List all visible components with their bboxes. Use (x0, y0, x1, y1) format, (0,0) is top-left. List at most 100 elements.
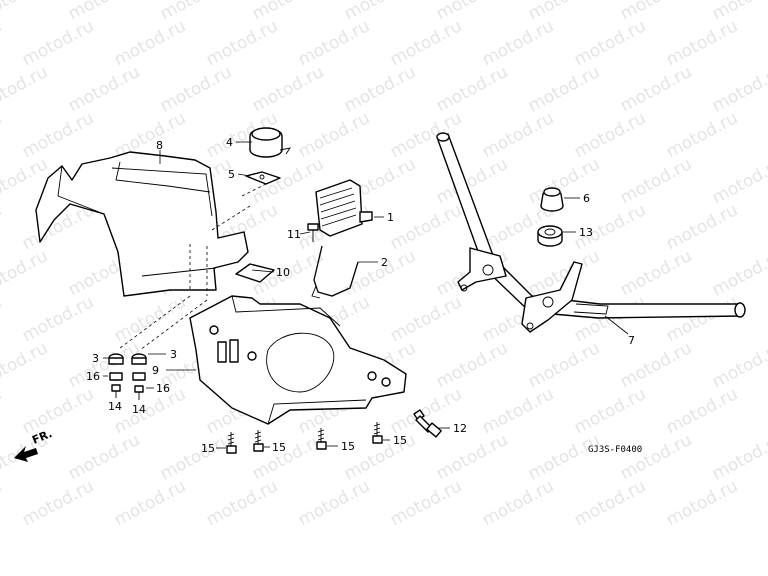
watermark-text: motod.ru (571, 292, 649, 346)
callout-15-d: 15 (393, 434, 407, 447)
part-12-bolt (413, 409, 442, 438)
part-9-lower-cover (189, 295, 407, 425)
part-11-screw (307, 223, 319, 242)
part-6-grommet (540, 187, 564, 212)
callout-11: 11 (287, 228, 301, 241)
watermark-text: motod.ru (479, 476, 557, 530)
watermark-text: motod.ru (341, 0, 419, 24)
watermark-text: motod.ru (525, 0, 603, 24)
part-5-bracket (245, 171, 281, 185)
watermark-text: motod.ru (0, 16, 5, 70)
watermark-text: motod.ru (65, 62, 143, 116)
callout-15-b: 15 (272, 441, 286, 454)
watermark-text: motod.ru (663, 200, 741, 254)
watermark-text: motod.ru (479, 384, 557, 438)
callout-16-right: 16 (156, 382, 170, 395)
watermark-text: motod.ru (617, 154, 695, 208)
callout-5: 5 (228, 168, 235, 181)
watermark-text: motod.ru (387, 292, 465, 346)
watermark-text: motod.ru (709, 430, 768, 484)
watermark-text: motod.ru (295, 108, 373, 162)
watermark-text: motod.ru (387, 200, 465, 254)
callout-16-left: 16 (86, 370, 100, 383)
part-8-front-cover (35, 151, 249, 297)
watermark-text: motod.ru (479, 16, 557, 70)
callout-13: 13 (579, 226, 593, 239)
watermark-text: motod.ru (663, 108, 741, 162)
watermark-text: motod.ru (65, 338, 143, 392)
watermark-text: motod.ru (525, 338, 603, 392)
part-2-wire (311, 245, 359, 299)
watermark-text: motod.ru (0, 384, 5, 438)
callout-4: 4 (226, 136, 233, 149)
watermark-text: motod.ru (571, 476, 649, 530)
watermark-text: motod.ru (0, 200, 5, 254)
screw-15-d (372, 422, 383, 444)
watermark-text: motod.ru (617, 62, 695, 116)
callout-7: 7 (628, 334, 635, 347)
callout-10: 10 (276, 266, 290, 279)
watermark-text: motod.ru (433, 0, 511, 24)
watermark-text: motod.ru (19, 16, 97, 70)
watermark-text: motod.ru (203, 16, 281, 70)
watermark-text: motod.ru (249, 430, 327, 484)
watermark-text: motod.ru (65, 0, 143, 24)
watermark-text: motod.ru (0, 108, 5, 162)
watermark-text: motod.ru (19, 384, 97, 438)
callout-9: 9 (152, 364, 159, 377)
watermark-text: motod.ru (709, 338, 768, 392)
watermark-text: motod.ru (0, 62, 51, 116)
watermark-text: motod.ru (479, 108, 557, 162)
watermark-text: motod.ru (19, 476, 97, 530)
watermark-text: motod.ru (111, 476, 189, 530)
diagram-code: GJ3S-F0400 (588, 445, 642, 455)
watermark-text: motod.ru (663, 384, 741, 438)
watermark-text: motod.ru (111, 16, 189, 70)
watermark-text: motod.ru (571, 108, 649, 162)
watermark-text: motod.ru (571, 384, 649, 438)
leader-lines (103, 141, 629, 449)
watermark-text: motod.ru (617, 430, 695, 484)
callout-12: 12 (453, 422, 467, 435)
part-4-cap (249, 127, 291, 158)
watermark-text: motod.ru (203, 476, 281, 530)
watermark-text: motod.ru (663, 476, 741, 530)
watermark-text: motod.ru (525, 430, 603, 484)
watermark-text: motod.ru (433, 338, 511, 392)
watermark-text: motod.ru (19, 292, 97, 346)
watermark-text: motod.ru (0, 476, 5, 530)
callout-14-left: 14 (108, 400, 122, 413)
watermark-text: motod.ru (111, 292, 189, 346)
callout-15-a: 15 (201, 442, 215, 455)
watermark-text: motod.ru (663, 16, 741, 70)
screw-15-a (226, 432, 237, 454)
watermark-text: motod.ru (0, 246, 51, 300)
watermark-text: motod.ru (571, 16, 649, 70)
callout-3-right: 3 (170, 348, 177, 361)
watermark-text: motod.ru (433, 430, 511, 484)
watermark-text: motod.ru (617, 0, 695, 24)
watermark-text: motod.ru (295, 16, 373, 70)
watermark-text: motod.ru (295, 476, 373, 530)
watermark-text: motod.ru (525, 154, 603, 208)
watermark-text: motod.ru (709, 154, 768, 208)
watermark-text: motod.ru (709, 62, 768, 116)
part-1-grille-unit (315, 179, 373, 237)
watermark-text: motod.ru (663, 292, 741, 346)
watermark-text: motod.ru (249, 0, 327, 24)
callout-3-left: 3 (92, 352, 99, 365)
callout-6: 6 (583, 192, 590, 205)
part-13-nut (537, 225, 563, 247)
callout-2: 2 (381, 256, 388, 269)
watermark-text: motod.ru (0, 0, 51, 24)
callout-15-c: 15 (341, 440, 355, 453)
screw-15-b (253, 430, 264, 452)
callout-1: 1 (387, 211, 394, 224)
watermark-text: motod.ru (709, 0, 768, 24)
callout-8: 8 (156, 139, 163, 152)
watermark-text: motod.ru (111, 384, 189, 438)
watermark-text: motod.ru (387, 476, 465, 530)
watermark-text: motod.ru (525, 62, 603, 116)
watermark-text: motod.ru (0, 338, 51, 392)
